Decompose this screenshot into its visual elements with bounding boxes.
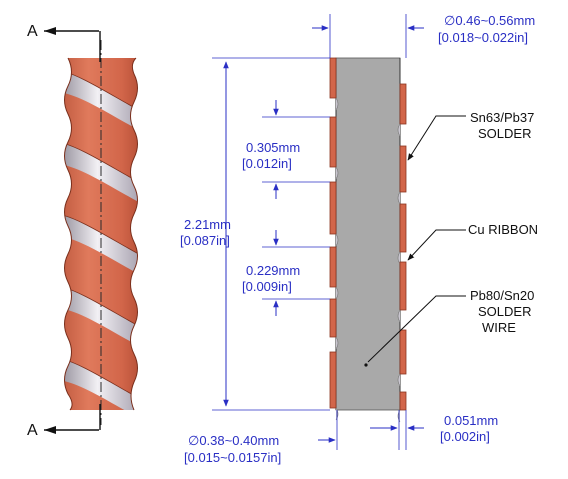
- callout-leaders: [367, 115, 466, 363]
- solder-fillet: [335, 286, 339, 300]
- copper-ribbon-segments: [329, 57, 407, 423]
- ribbon-segment: [399, 329, 407, 375]
- callout-pb80-line3: WIRE: [482, 320, 516, 335]
- column-3d-view: [64, 40, 138, 425]
- outer-dia-in: [0.018~0.022in]: [438, 30, 528, 45]
- ribbon-thickness-in: [0.002in]: [440, 429, 490, 444]
- dimension-labels: ∅0.46~0.56mm [0.018~0.022in] 0.305mm [0.…: [180, 13, 535, 465]
- extension-lines: [212, 14, 407, 450]
- section-marker-bottom: A: [27, 404, 101, 439]
- solder-wire-core: [335, 57, 401, 411]
- solder-stripe: [64, 70, 138, 134]
- solder-fillet: [397, 373, 401, 387]
- callout-pb80-line1: Pb80/Sn20: [470, 288, 534, 303]
- callout-sn63-line1: Sn63/Pb37: [470, 110, 534, 125]
- ribbon-segment: [399, 203, 407, 253]
- callout-pb80-line2: SOLDER: [478, 304, 531, 319]
- solder-fillet: [335, 166, 339, 180]
- ribbon-gap-in: [0.009in]: [242, 279, 292, 294]
- solder-helix-stripes: [64, 69, 138, 410]
- solder-stripe: [64, 358, 138, 410]
- ribbon-segment: [399, 83, 407, 125]
- callout-cu-ribbon: Cu RIBBON: [468, 222, 538, 237]
- ribbon-segment: [329, 246, 337, 288]
- ribbon-segment: [329, 181, 337, 235]
- section-marker-top: A: [27, 23, 101, 62]
- ribbon-segment: [329, 57, 337, 99]
- ribbon-pitch-mm: 0.305mm: [246, 140, 300, 155]
- solder-fillet: [397, 191, 401, 205]
- ribbon-gap-mm: 0.229mm: [246, 263, 300, 278]
- solder-fillet: [335, 336, 339, 350]
- section-label-bottom: A: [27, 422, 38, 439]
- ribbon-segment: [329, 351, 337, 409]
- ribbon-segment: [399, 145, 407, 193]
- ribbon-thickness-mm: 0.051mm: [444, 413, 498, 428]
- solder-fillet: [335, 233, 339, 247]
- ribbon-segment: [329, 116, 337, 168]
- core-dia-in: [0.015~0.0157in]: [184, 450, 281, 465]
- solder-fillet: [335, 97, 339, 111]
- callout-sn63-line2: SOLDER: [478, 126, 531, 141]
- outer-dia-mm: ∅0.46~0.56mm: [444, 13, 535, 28]
- ribbon-segment: [399, 261, 407, 311]
- length-mm: 2.21mm: [184, 217, 231, 232]
- solder-stripe: [64, 286, 138, 350]
- ribbon-pitch-in: [0.012in]: [242, 156, 292, 171]
- section-label-top: A: [27, 23, 38, 40]
- solder-stripe: [64, 142, 138, 206]
- length-in: [0.087in]: [180, 233, 230, 248]
- solder-fillet: [397, 251, 401, 265]
- ribbon-segment: [329, 298, 337, 338]
- solder-fillet: [397, 309, 401, 323]
- dimension-arrows: [223, 25, 424, 443]
- callout-labels: Sn63/Pb37 SOLDER Cu RIBBON Pb80/Sn20 SOL…: [468, 110, 538, 335]
- ribbon-segment: [399, 391, 407, 411]
- solder-fillet: [397, 123, 401, 137]
- solder-stripe: [64, 214, 138, 278]
- core-dia-mm: ∅0.38~0.40mm: [188, 433, 279, 448]
- cross-section-view: [329, 57, 407, 423]
